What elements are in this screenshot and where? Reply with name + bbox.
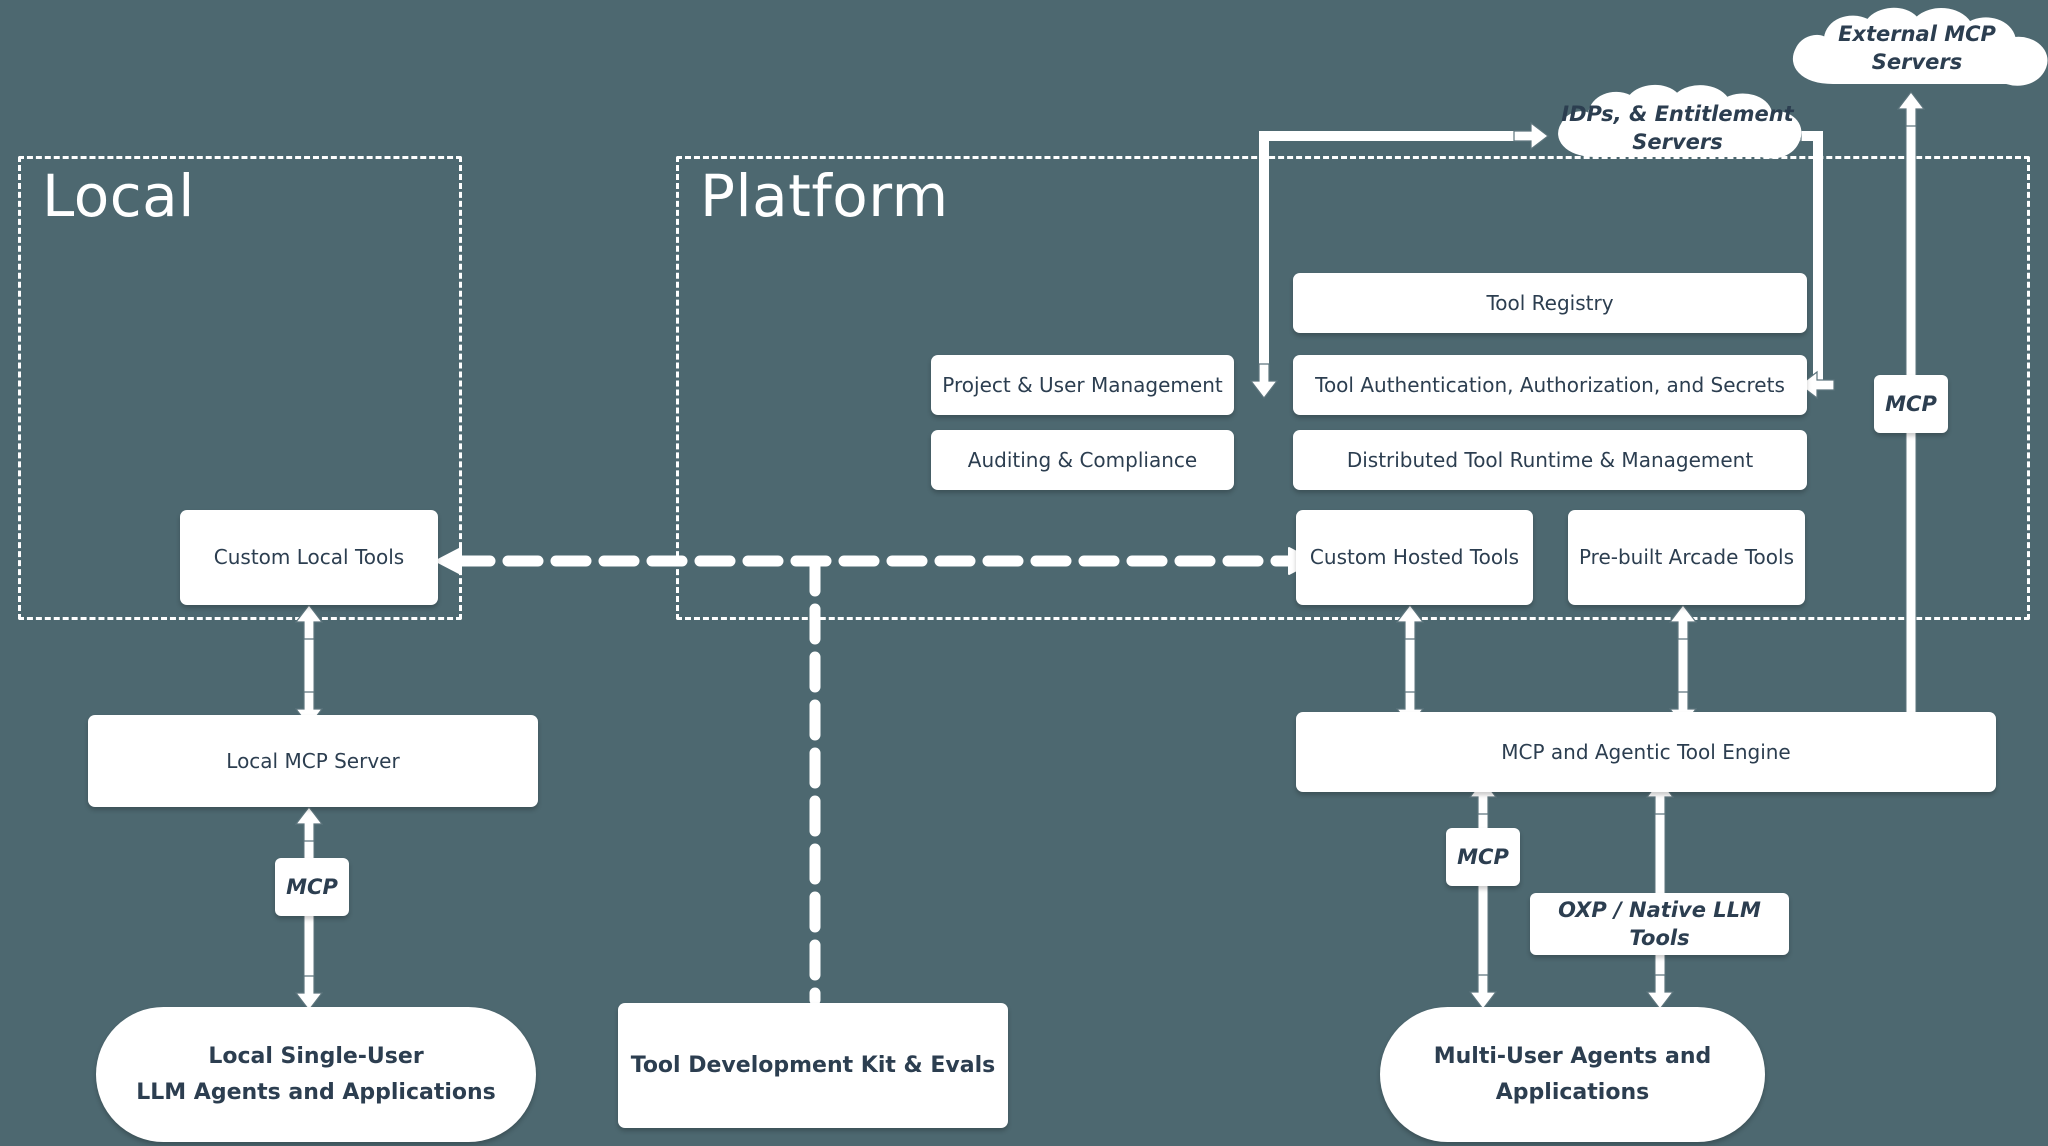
- node-oxp-native-llm-tools[interactable]: OXP / Native LLM Tools: [1530, 893, 1789, 955]
- cloud-idps-entitlement-servers-label: IDPs, & Entitlement Servers: [1561, 101, 1794, 154]
- node-prebuilt-arcade-tools[interactable]: Pre-built Arcade Tools: [1568, 510, 1805, 605]
- node-distributed-tool-runtime[interactable]: Distributed Tool Runtime & Management: [1293, 430, 1807, 490]
- node-tool-registry[interactable]: Tool Registry: [1293, 273, 1807, 333]
- zone-local: [18, 156, 462, 620]
- connector-hostedtools-engine: [1396, 604, 1424, 727]
- tag-mcp-multiuser: MCP: [1446, 828, 1520, 886]
- node-local-single-user-agents[interactable]: Local Single-User LLM Agents and Applica…: [96, 1007, 536, 1142]
- node-multi-user-agents[interactable]: Multi-User Agents and Applications: [1380, 1007, 1765, 1142]
- connector-localtools-localmcp: [295, 604, 323, 727]
- node-tool-authentication[interactable]: Tool Authentication, Authorization, and …: [1293, 355, 1807, 415]
- node-local-mcp-server[interactable]: Local MCP Server: [88, 715, 538, 807]
- node-multi-user-agents-line2: Applications: [1495, 1079, 1650, 1105]
- node-project-user-management[interactable]: Project & User Management: [931, 355, 1234, 415]
- node-mcp-agentic-tool-engine[interactable]: MCP and Agentic Tool Engine: [1296, 712, 1996, 792]
- zone-platform: [676, 156, 2030, 620]
- node-custom-local-tools[interactable]: Custom Local Tools: [180, 510, 438, 605]
- tag-mcp-local: MCP: [275, 858, 349, 916]
- cloud-external-mcp-servers: External MCP Servers: [1778, 6, 2048, 90]
- connector-engine-multiuser-mcp: [1469, 779, 1497, 1010]
- node-tool-development-kit[interactable]: Tool Development Kit & Evals: [618, 1003, 1008, 1128]
- cloud-external-mcp-servers-label: External MCP Servers: [1838, 21, 1996, 74]
- connector-usermgmt-idps: [1250, 122, 1549, 399]
- cloud-idps-entitlement-servers: IDPs, & Entitlement Servers: [1545, 82, 1810, 174]
- node-local-agents-line2: LLM Agents and Applications: [136, 1079, 496, 1105]
- node-local-agents-line1: Local Single-User: [208, 1043, 424, 1069]
- connector-arcadetools-engine: [1669, 604, 1697, 727]
- node-multi-user-agents-line1: Multi-User Agents and: [1433, 1043, 1712, 1069]
- node-custom-hosted-tools[interactable]: Custom Hosted Tools: [1296, 510, 1533, 605]
- zone-platform-title: Platform: [700, 162, 949, 230]
- tag-mcp-external: MCP: [1874, 375, 1948, 433]
- zone-local-title: Local: [42, 162, 195, 230]
- node-auditing-compliance[interactable]: Auditing & Compliance: [931, 430, 1234, 490]
